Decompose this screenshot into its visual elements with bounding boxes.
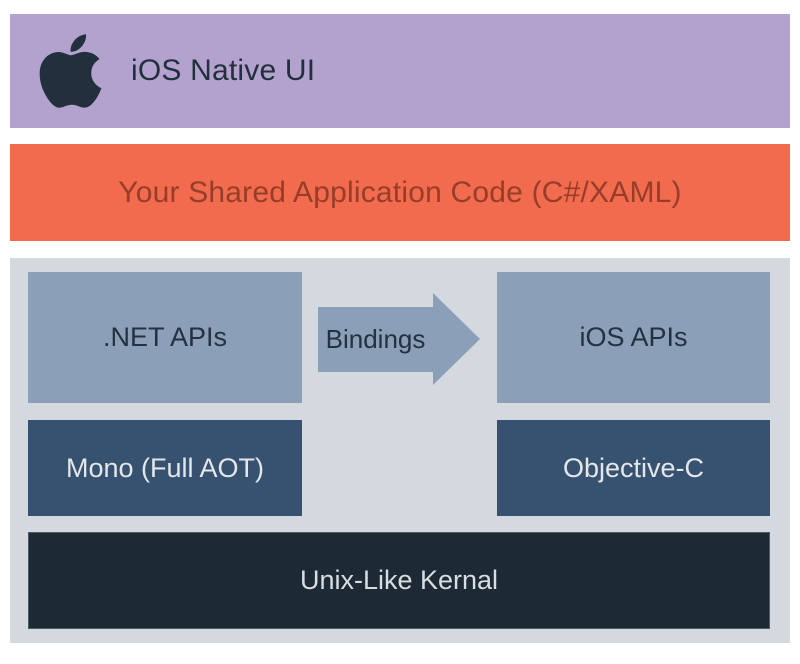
bindings-label: Bindings — [325, 323, 426, 354]
box-ios-apis: iOS APIs — [497, 272, 770, 403]
ios-apis-label: iOS APIs — [579, 322, 688, 352]
box-net-apis: .NET APIs — [28, 272, 302, 403]
bindings-arrow: Bindings — [318, 293, 480, 385]
box-mono-full-aot: Mono (Full AOT) — [28, 420, 302, 516]
layer-ios-native-ui: iOS Native UI — [10, 14, 790, 128]
mono-label: Mono (Full AOT) — [65, 452, 265, 483]
shared-code-label: Your Shared Application Code (C#/XAML) — [118, 175, 682, 209]
apple-logo-icon — [37, 29, 103, 113]
box-objective-c: Objective-C — [497, 420, 770, 516]
bindings-arrow-body: Bindings — [318, 306, 433, 372]
layer-runtime-container: .NET APIs Bindings iOS APIs Mono (Full A… — [10, 258, 790, 643]
layer-shared-code: Your Shared Application Code (C#/XAML) — [10, 144, 790, 241]
ios-native-ui-label: iOS Native UI — [131, 54, 316, 87]
box-unix-like-kernel: Unix-Like Kernal — [28, 532, 770, 629]
arrow-right-icon — [433, 293, 480, 385]
objective-c-label: Objective-C — [562, 452, 705, 483]
net-apis-label: .NET APIs — [102, 322, 228, 352]
unix-kernel-label: Unix-Like Kernal — [299, 565, 499, 595]
